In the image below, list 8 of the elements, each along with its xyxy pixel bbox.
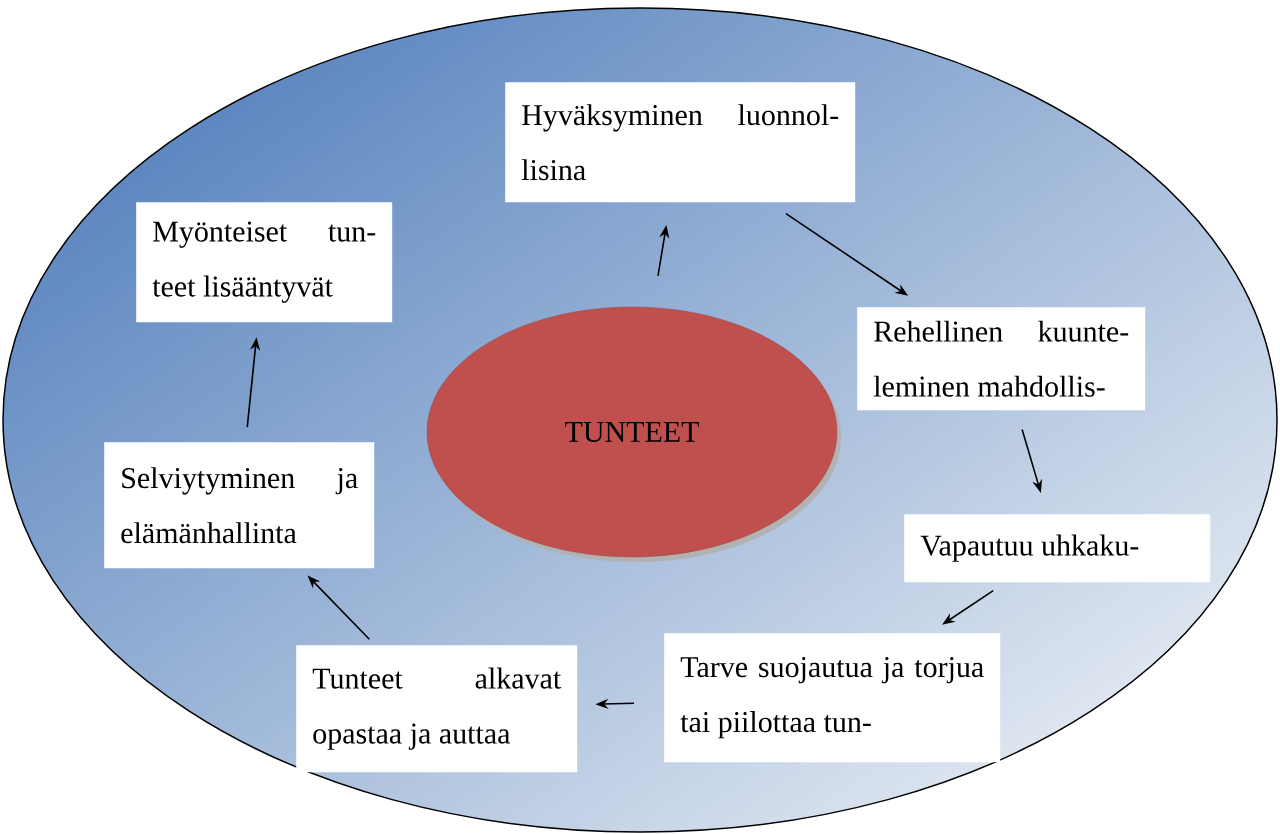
- text-box: Rehellinen kuunte- leminen mahdollis-: [857, 307, 1146, 411]
- outer-ellipse: [2, 7, 1278, 833]
- text-box: Selviytyminen ja elämänhallinta: [104, 442, 375, 569]
- text-box: Tarve suojautua ja torjua tai piilottaa tun-: [664, 633, 1001, 763]
- text-box: Vapautuu uhkaku-: [904, 514, 1211, 583]
- text-box: Myönteiset tun- teet lisääntyvät: [136, 202, 393, 323]
- text-box: Hyväksyminen luonnol- lisina: [505, 82, 856, 203]
- text-box: Tunteet alkavat opastaa ja auttaa: [296, 645, 578, 773]
